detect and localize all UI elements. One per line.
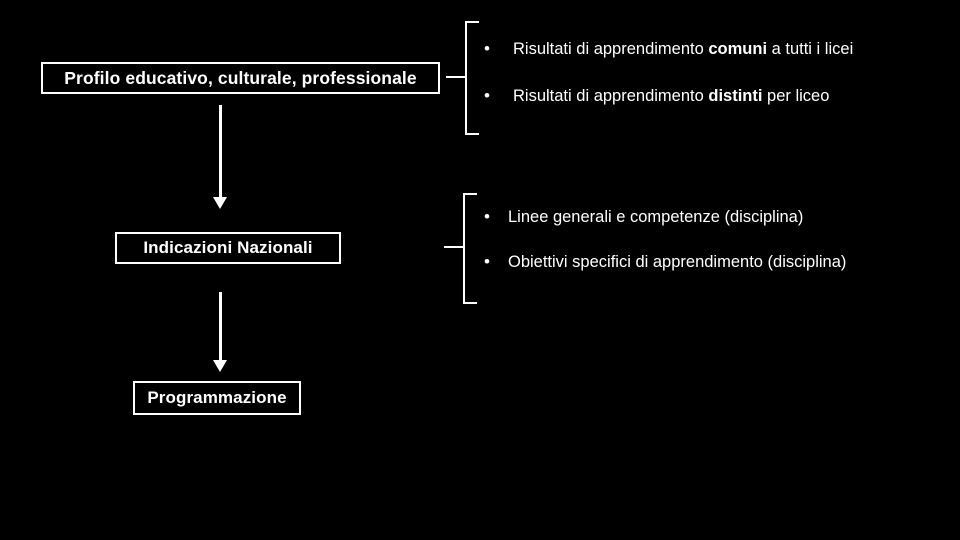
bullet-list-indicazioni-dettaglio: • Linee generali e competenze (disciplin… — [484, 208, 934, 298]
list-item-text-prefix: Obiettivi specifici di apprendimento (di… — [508, 253, 847, 271]
arrow-head-down-icon — [213, 197, 227, 209]
bracket-arm-top — [465, 21, 479, 23]
flow-box-programmazione-label: Programmazione — [147, 388, 287, 407]
arrow-profilo-to-indicazioni — [206, 105, 236, 209]
bracket-indicazioni-dettaglio — [442, 193, 477, 304]
bracket-arm-bottom — [465, 133, 479, 135]
flow-box-indicazioni-nazionali[interactable]: Indicazioni Nazionali — [115, 232, 341, 264]
list-item-text: Linee generali e competenze (disciplina) — [508, 208, 803, 227]
bullet-list-risultati-apprendimento: • Risultati di apprendimento comuni a tu… — [484, 40, 934, 134]
arrow-head-down-icon — [213, 360, 227, 372]
bracket-arm-bottom — [463, 302, 477, 304]
list-item-text: Obiettivi specifici di apprendimento (di… — [508, 253, 846, 272]
list-item: • Linee generali e competenze (disciplin… — [484, 208, 934, 227]
list-item-text-emphasis: comuni — [708, 40, 768, 58]
bracket-spine — [465, 21, 467, 135]
flow-box-profilo-label: Profilo educativo, culturale, profession… — [64, 67, 417, 88]
flow-box-programmazione[interactable]: Programmazione — [133, 381, 301, 415]
bullet-marker-icon: • — [484, 207, 490, 226]
list-item: • Risultati di apprendimento comuni a tu… — [484, 40, 934, 59]
list-item-text-prefix: Risultati di apprendimento — [513, 87, 709, 105]
arrow-shaft — [219, 105, 222, 198]
bullet-marker-icon: • — [484, 86, 490, 105]
list-item: • Obiettivi specifici di apprendimento (… — [484, 253, 934, 272]
bracket-arm-top — [463, 193, 477, 195]
list-item-text-suffix: a tutti i licei — [767, 40, 854, 58]
flow-box-profilo[interactable]: Profilo educativo, culturale, profession… — [41, 62, 440, 94]
bullet-marker-icon: • — [484, 252, 490, 271]
bracket-risultati-apprendimento — [444, 21, 479, 135]
list-item-text-suffix: per liceo — [762, 87, 830, 105]
arrow-shaft — [219, 292, 222, 361]
list-item-text-prefix: Risultati di apprendimento — [513, 40, 709, 58]
bracket-spine — [463, 193, 465, 304]
bracket-connector — [446, 76, 466, 78]
list-item: • Risultati di apprendimento distinti pe… — [484, 87, 934, 106]
bullet-marker-icon: • — [484, 39, 490, 58]
arrow-indicazioni-to-programmazione — [206, 292, 236, 373]
list-item-text: Risultati di apprendimento comuni a tutt… — [513, 40, 853, 59]
list-item-text: Risultati di apprendimento distinti per … — [513, 87, 829, 106]
flow-box-indicazioni-nazionali-label: Indicazioni Nazionali — [143, 238, 313, 257]
list-item-text-emphasis: distinti — [708, 87, 763, 105]
list-item-text-prefix: Linee generali e competenze (disciplina) — [508, 208, 804, 226]
bracket-connector — [444, 246, 464, 248]
